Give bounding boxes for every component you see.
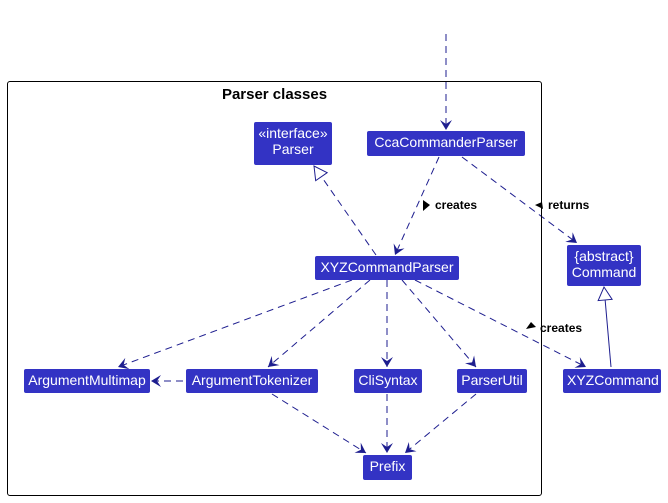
class-name: CcaCommanderParser — [374, 134, 518, 150]
class-command-abstract[interactable]: {abstract} Command — [567, 245, 641, 286]
class-name: ParserUtil — [461, 372, 523, 388]
class-cli-syntax[interactable]: CliSyntax — [354, 369, 422, 393]
class-name: Parser — [272, 141, 314, 157]
class-name: CliSyntax — [358, 372, 418, 388]
edge-cca-creates-xyzparser — [393, 156, 440, 256]
edge-xyzparser-to-argmultimap — [117, 279, 353, 370]
class-name: Command — [571, 264, 637, 280]
package-title: Parser classes — [221, 86, 328, 103]
class-argument-tokenizer[interactable]: ArgumentTokenizer — [186, 369, 318, 393]
class-parser-util[interactable]: ParserUtil — [457, 369, 527, 393]
class-name: XYZCommandParser — [320, 259, 454, 275]
class-argument-multimap[interactable]: ArgumentMultimap — [24, 369, 150, 393]
class-name: Prefix — [369, 458, 406, 474]
class-cca-commander-parser[interactable]: CcaCommanderParser — [367, 131, 525, 156]
class-parser-interface[interactable]: «interface» Parser — [254, 122, 332, 165]
edge-parserutil-to-prefix — [404, 393, 477, 454]
edge-xyzcommand-extends-command — [597, 285, 613, 368]
stereotype-interface: «interface» — [258, 125, 328, 141]
class-xyz-command[interactable]: XYZCommand — [563, 369, 661, 393]
class-prefix[interactable]: Prefix — [363, 455, 412, 480]
class-name: ArgumentMultimap — [28, 372, 146, 388]
label-direction-arrow-xyz-creates — [526, 322, 536, 329]
label-direction-arrow-cca-creates — [423, 200, 430, 211]
edge-xyzparser-creates-xyzcommand — [414, 279, 587, 368]
package-parser-classes — [7, 81, 542, 496]
class-xyz-command-parser[interactable]: XYZCommandParser — [315, 256, 459, 280]
class-name: ArgumentTokenizer — [191, 372, 313, 388]
edge-label-xyz-creates: creates — [540, 321, 583, 335]
stereotype-abstract: {abstract} — [574, 248, 634, 264]
edge-xyzparser-to-argtokenizer — [267, 279, 371, 368]
edge-label-cca-creates: creates — [435, 198, 478, 212]
edge-xyzparser-implements-parser — [313, 165, 377, 256]
class-name: XYZCommand — [567, 372, 659, 388]
edge-argtokenizer-to-prefix — [271, 393, 367, 454]
edge-label-cca-returns: returns — [548, 198, 590, 212]
